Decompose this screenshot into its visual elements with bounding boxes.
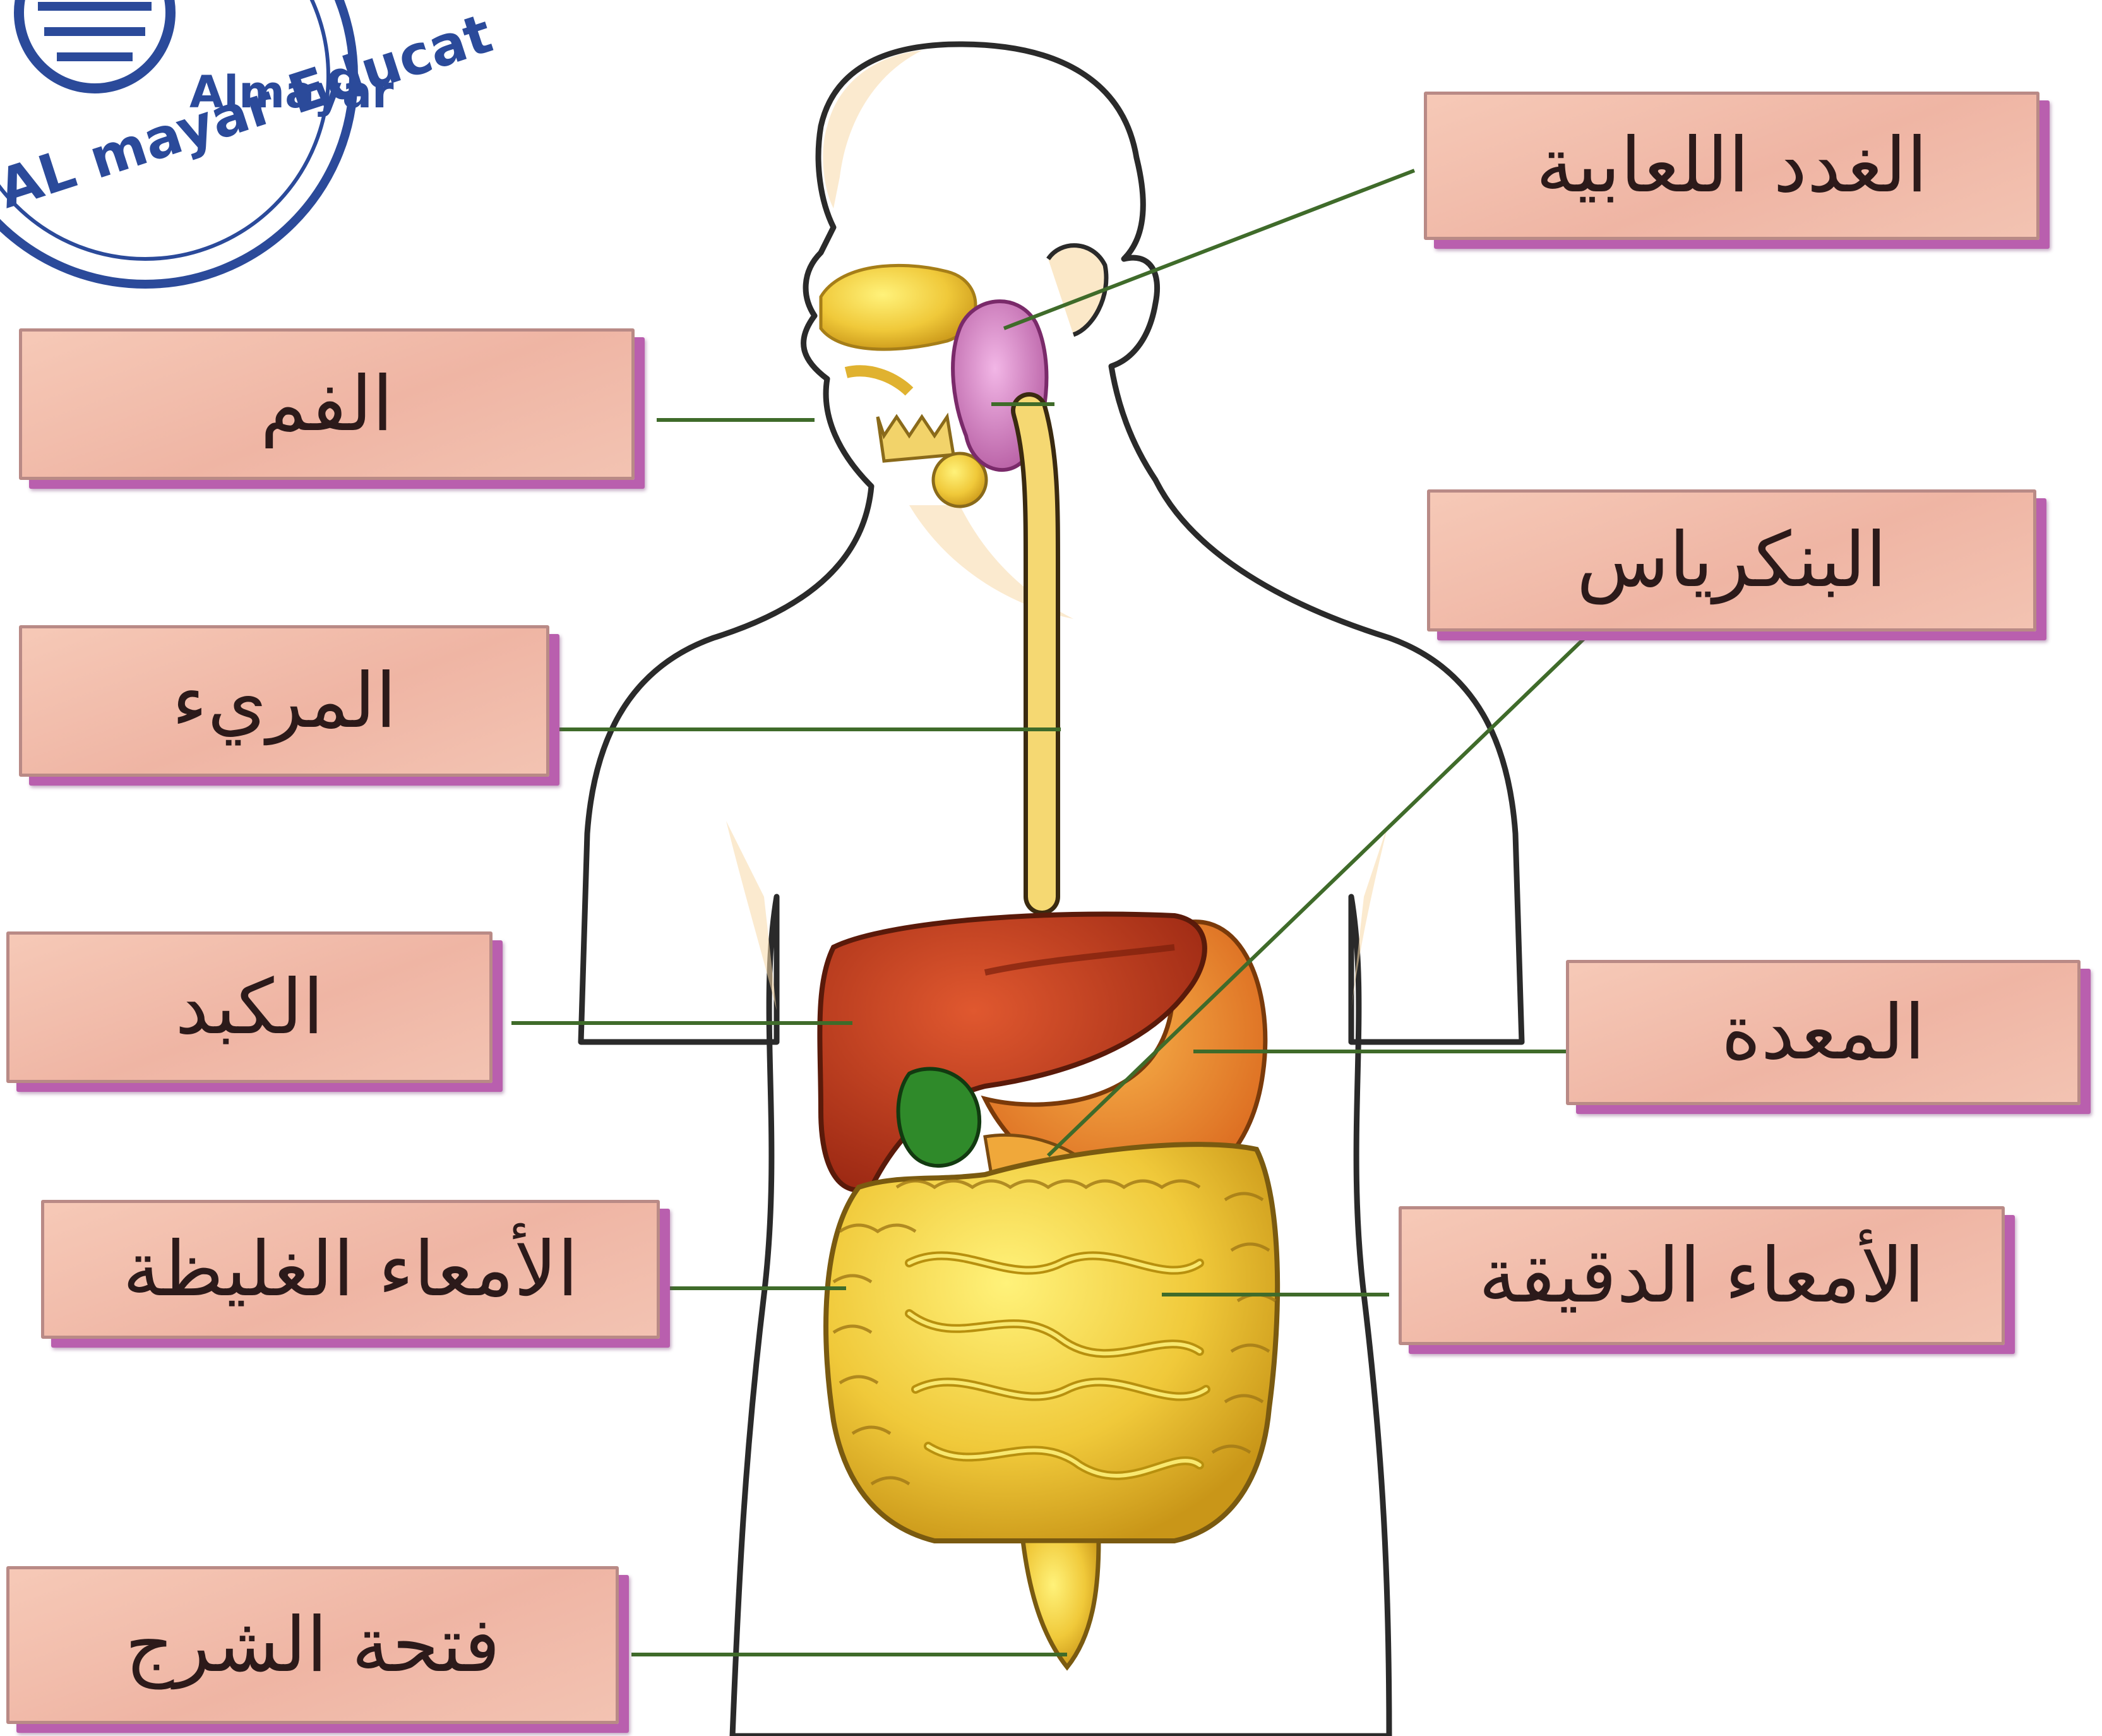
gallbladder [899, 1069, 980, 1166]
label-liver: الكبد [6, 931, 493, 1083]
label-pancreas: البنكرياس [1427, 489, 2036, 632]
label-esophagus: المريء [19, 625, 549, 777]
label-stomach: المعدة [1566, 960, 2081, 1105]
label-mouth: الفم [19, 328, 635, 480]
label-small-intestine: الأمعاء الدقيقة [1399, 1206, 2005, 1345]
label-salivary-glands: الغدد اللعابية [1424, 92, 2039, 240]
school-stamp: Almayar AL mayar Educat [0, 0, 499, 284]
nasal-cavity [821, 265, 976, 349]
esophagus [1029, 410, 1042, 897]
label-large-intestine: الأمعاء الغليظة [41, 1200, 660, 1339]
label-anus: فتحة الشرج [6, 1566, 619, 1724]
